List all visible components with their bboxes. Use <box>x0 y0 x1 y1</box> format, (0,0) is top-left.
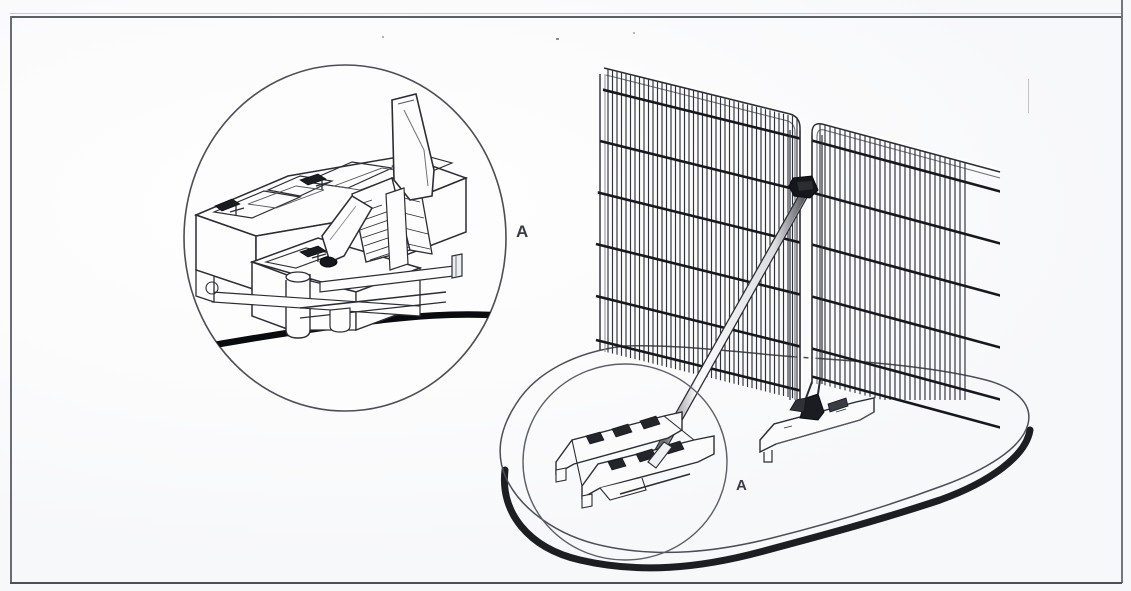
scan-speck <box>633 32 635 34</box>
retaining-pin <box>319 256 337 268</box>
detail-label-a-inset: A <box>736 477 748 494</box>
page-margin-tick <box>1028 79 1030 113</box>
page-border-left <box>10 16 12 583</box>
scan-speck <box>382 36 384 38</box>
page-border-top <box>10 16 1122 18</box>
brace-strut-end <box>321 93 435 271</box>
base-foot-braced <box>555 411 715 509</box>
scan-speck <box>556 38 559 40</box>
detail-circle-main <box>183 64 507 412</box>
page-border-top-hairline <box>10 13 1122 14</box>
fence-panel-right <box>808 120 1001 430</box>
base-foot-panel <box>759 379 875 463</box>
page-border-right <box>1121 0 1123 583</box>
detail-label-a-main: A <box>516 222 529 241</box>
detail-circle-inset <box>522 363 728 561</box>
page-border-bottom <box>10 582 1122 584</box>
panel-coupler-clamp <box>788 175 819 199</box>
mesh-right <box>812 122 1000 430</box>
